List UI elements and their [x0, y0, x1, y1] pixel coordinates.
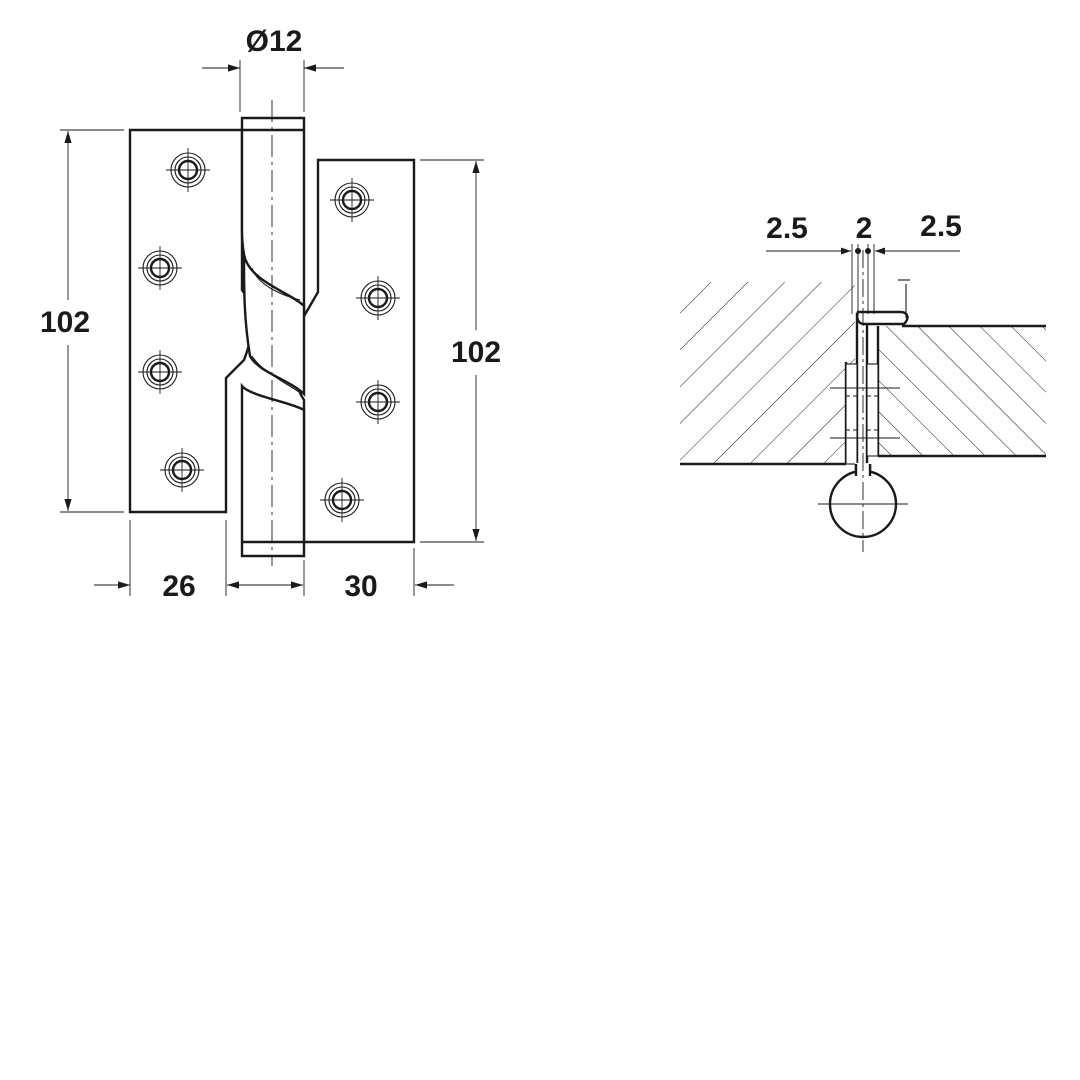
screw-hole	[356, 380, 400, 424]
leaf-recess-left	[845, 363, 858, 465]
screw-hole	[356, 276, 400, 320]
frame-block-hatched	[680, 282, 855, 466]
left-leaf-screw-holes	[138, 148, 210, 492]
screw-hole	[330, 178, 374, 222]
door-block-hatched	[876, 324, 1046, 458]
gap-left-label: 2.5	[766, 212, 808, 245]
screw-hole	[138, 246, 182, 290]
left-height-label: 102	[40, 306, 90, 339]
dimension-section-widths: 2.5 2 2.5	[766, 210, 962, 314]
pin-diameter-label: Ø12	[246, 25, 303, 58]
leaf-top-flap	[856, 310, 909, 326]
left-leaf-outline	[128, 128, 254, 514]
leaf-thickness-label: 2	[856, 212, 873, 245]
dimension-pin-diameter: Ø12	[202, 25, 344, 112]
screw-hole	[166, 148, 210, 192]
leaf-recess-right	[866, 363, 879, 457]
dimension-left-height: 102	[40, 129, 124, 513]
dimension-leaf-widths: 26 30	[94, 520, 454, 603]
screw-hole	[160, 448, 204, 492]
screw-hole	[320, 478, 364, 522]
gap-right-label: 2.5	[920, 210, 962, 243]
screw-hole	[138, 350, 182, 394]
left-leaf-width-label: 26	[162, 570, 195, 603]
hinge-front-view: Ø12 102 102 26 3	[40, 25, 501, 603]
knuckle-lower	[240, 382, 306, 558]
hinge-section-view: 2.5 2 2.5	[680, 210, 1046, 552]
dimension-right-height: 102	[420, 159, 501, 543]
right-leaf-screw-holes	[320, 178, 400, 522]
right-leaf-width-label: 30	[344, 570, 377, 603]
right-height-label: 102	[451, 336, 501, 369]
leaf-plate-section	[855, 312, 869, 486]
